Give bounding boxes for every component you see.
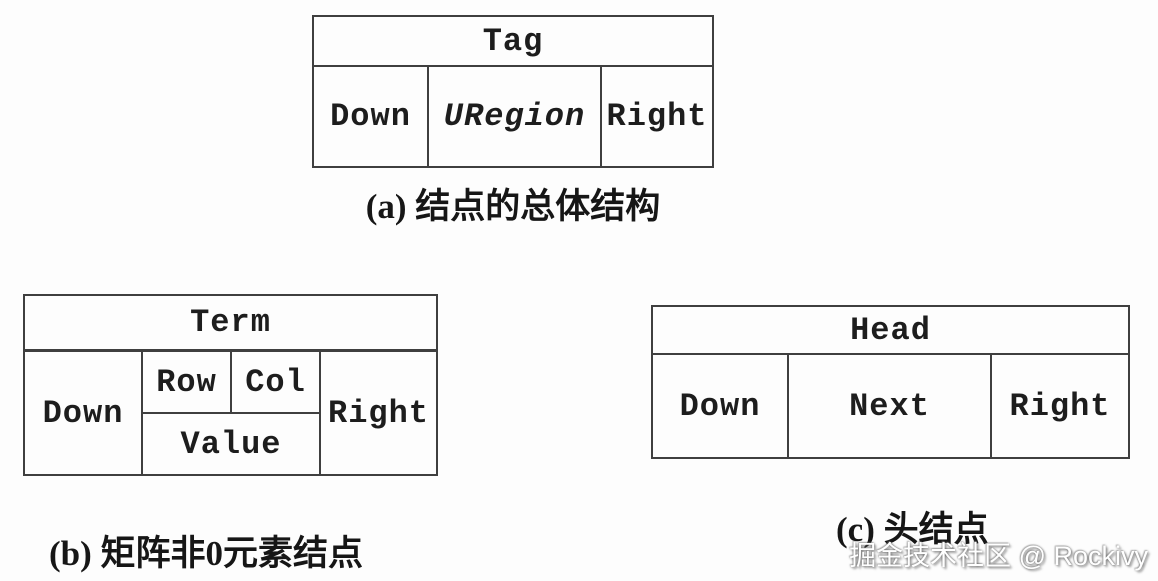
node-a-body-row: Down URegion Right	[314, 67, 712, 166]
node-b-table: Term Down Row Col Value Right	[23, 294, 438, 476]
node-b-rowcol-row: Row Col	[143, 352, 319, 414]
node-c-right-cell: Right	[990, 355, 1128, 457]
node-b-header-cell: Term	[25, 296, 436, 352]
node-a-right-cell: Right	[600, 67, 712, 166]
node-c-down-cell: Down	[679, 387, 761, 425]
node-c-header-cell: Head	[653, 307, 1128, 355]
node-a-table: Tag Down URegion Right	[312, 15, 714, 168]
caption-a: (a) 结点的总体结构	[365, 187, 661, 226]
node-b-middle-section: Row Col Value	[141, 352, 319, 474]
node-b-down-cell: Down	[42, 394, 124, 432]
caption-b: (b) 矩阵非0元素结点	[49, 534, 364, 573]
node-b-right-cell: Right	[319, 352, 436, 474]
node-a-header-cell: Tag	[314, 17, 712, 67]
node-b-row-cell: Row	[156, 363, 217, 401]
node-c-table: Head Down Next Right	[651, 305, 1130, 459]
caption-c: (c) 头结点	[836, 510, 989, 549]
node-a-down-cell: Down	[330, 98, 411, 135]
node-a-uregion-cell: URegion	[427, 67, 600, 166]
node-b-col-cell: Col	[230, 352, 319, 412]
node-b-body-row: Down Row Col Value Right	[25, 352, 436, 474]
node-c-body-row: Down Next Right	[653, 355, 1128, 457]
node-b-value-cell: Value	[180, 425, 282, 463]
node-c-next-cell: Next	[787, 355, 990, 457]
watermark-text: 掘金技术社区 @ Rockivy	[849, 541, 1148, 571]
